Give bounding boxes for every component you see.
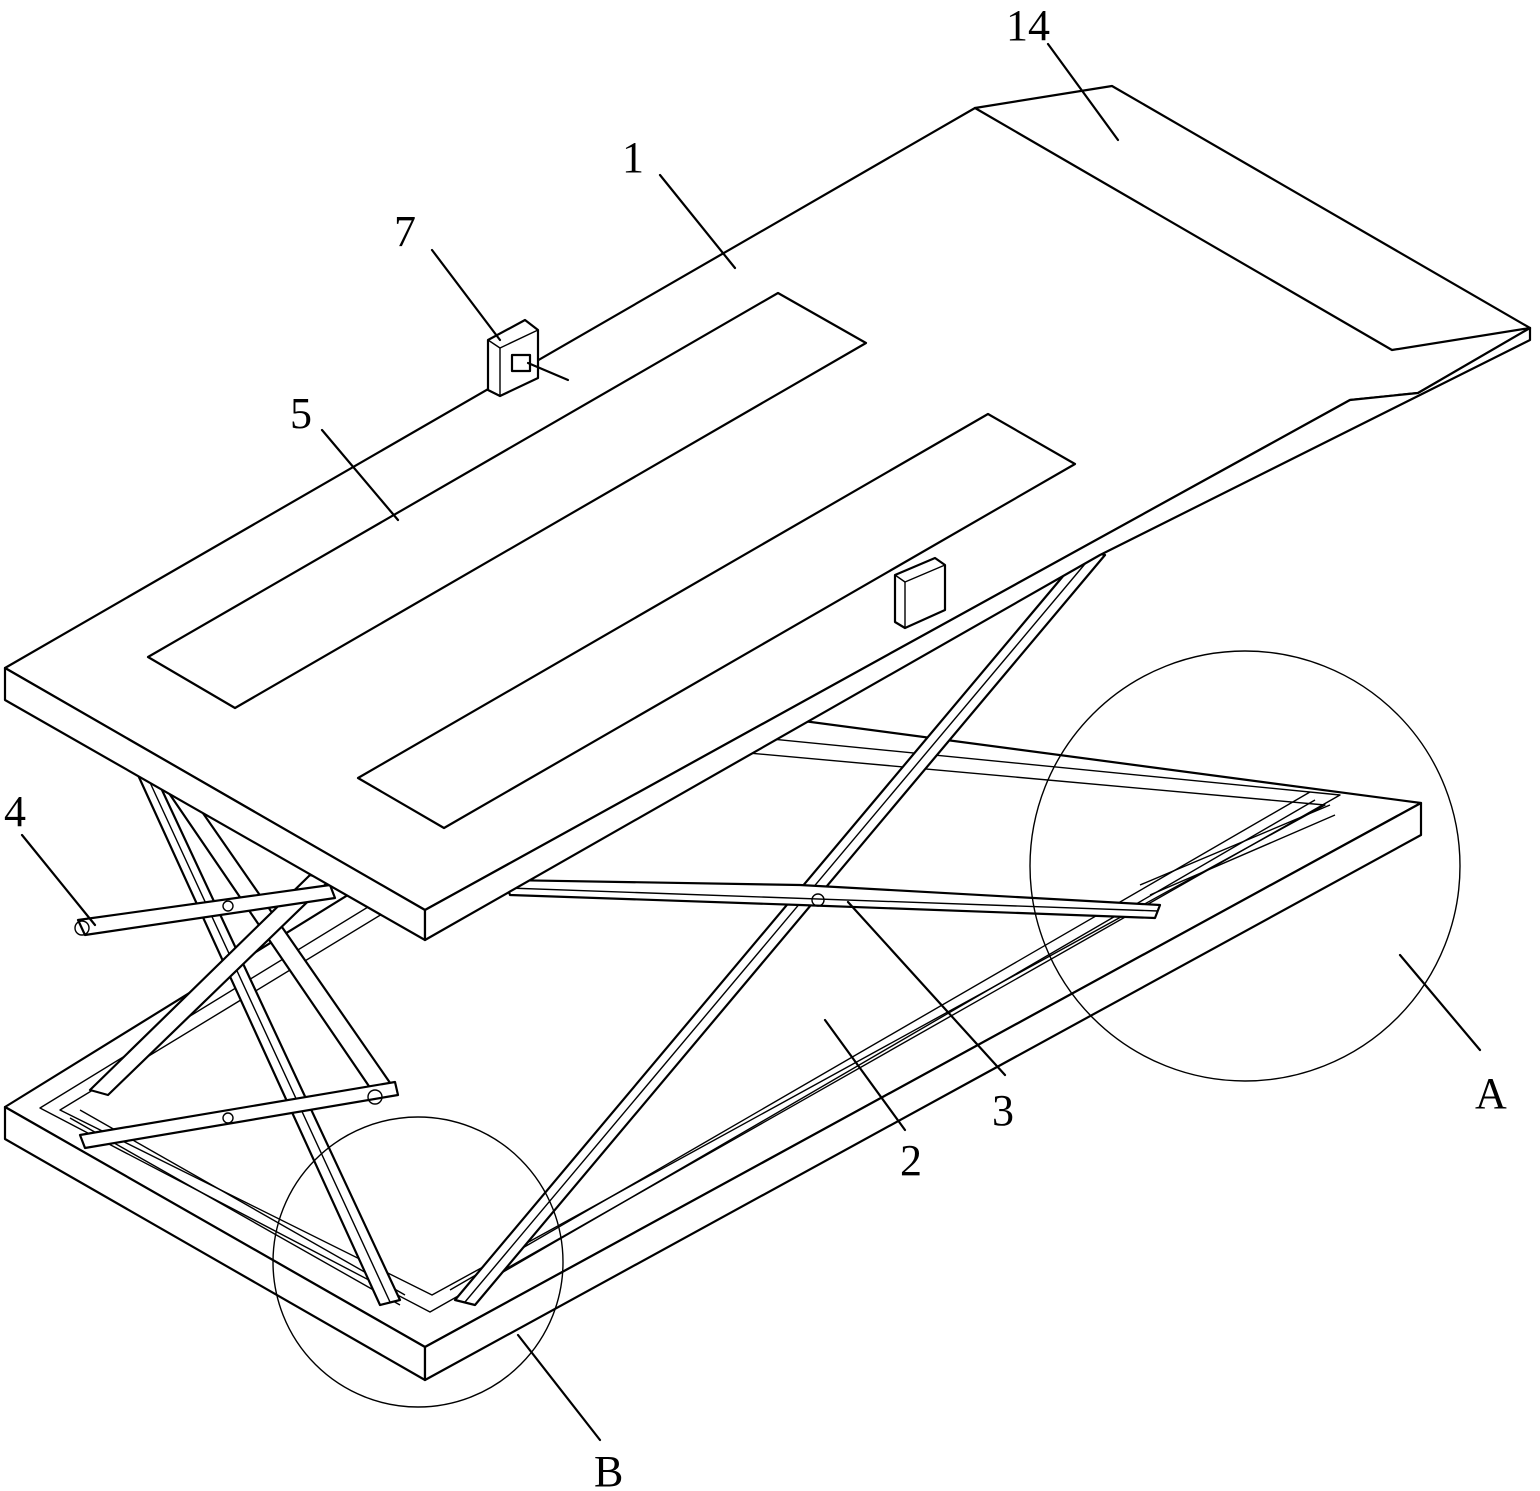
label-7: 7	[394, 207, 416, 256]
mesh-panel-right	[356, 412, 1077, 830]
label-14: 14	[1006, 1, 1050, 50]
detail-circle-a	[1029, 650, 1461, 1082]
label-5: 5	[290, 389, 312, 438]
labels: 14 1 7 5 4 3 2 A B	[4, 1, 1507, 1491]
label-4: 4	[4, 787, 26, 836]
label-1: 1	[622, 133, 644, 182]
label-3: 3	[992, 1086, 1014, 1135]
label-a: A	[1475, 1069, 1507, 1118]
top-platform	[3, 84, 1532, 942]
base-frame	[3, 700, 1423, 1382]
label-b: B	[594, 1447, 623, 1491]
scissor-mechanism	[74, 548, 1162, 1307]
mesh-panel-left	[146, 291, 868, 710]
detail-circle-b	[272, 1116, 564, 1408]
support-block	[893, 556, 947, 630]
leader-lines	[20, 42, 1482, 1442]
label-2: 2	[900, 1136, 922, 1185]
